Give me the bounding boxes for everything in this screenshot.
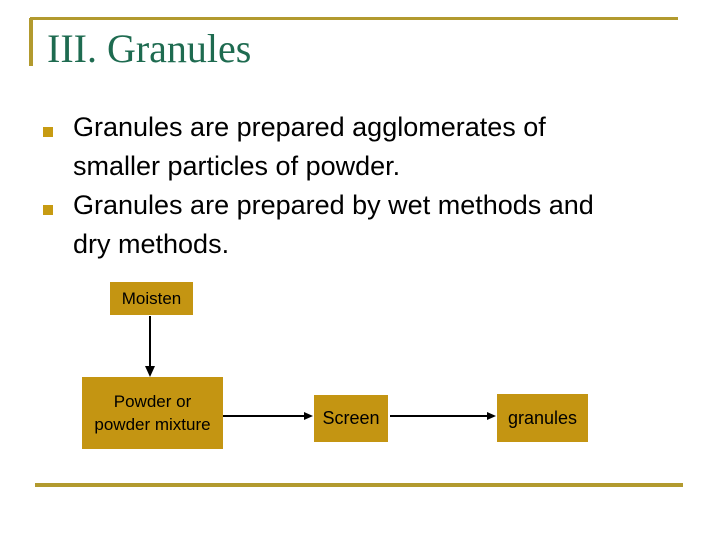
arrow-right-line [223, 415, 304, 417]
bullet-2-line-2: dry methods. [73, 229, 230, 259]
arrow-right-line [390, 415, 487, 417]
arrow-down-line [149, 316, 151, 367]
flowchart-box-granules: granules [497, 394, 588, 442]
powder-label-line-1: Powder or [113, 392, 192, 411]
arrow-right-head-icon [487, 412, 496, 420]
screen-label: Screen [322, 408, 380, 428]
slide-title: III. Granules [47, 26, 252, 71]
moisten-label: Moisten [121, 289, 182, 308]
flowchart-box-powder: Powder or powder mixture [82, 377, 223, 449]
bullet-square-icon [43, 127, 53, 137]
title-left-gold-bar [29, 18, 33, 66]
bullet-1-line-1: Granules are prepared agglomerates of [73, 112, 546, 142]
bullet-item-1: Granules are prepared agglomerates of sm… [73, 108, 693, 186]
bullet-square-icon [43, 205, 53, 215]
bottom-gold-rule [35, 483, 683, 487]
powder-label-line-2: powder mixture [94, 415, 211, 434]
granules-label: granules [507, 407, 578, 428]
arrow-right-head-icon [304, 412, 313, 420]
bullet-2-line-1: Granules are prepared by wet methods and [73, 190, 594, 220]
flowchart-box-moisten: Moisten [110, 282, 193, 315]
top-gold-rule [30, 17, 678, 20]
flowchart-box-screen: Screen [314, 395, 388, 442]
bullet-item-2: Granules are prepared by wet methods and… [73, 186, 693, 264]
bullet-1-line-2: smaller particles of powder. [73, 151, 401, 181]
arrow-down-head-icon [145, 366, 155, 377]
